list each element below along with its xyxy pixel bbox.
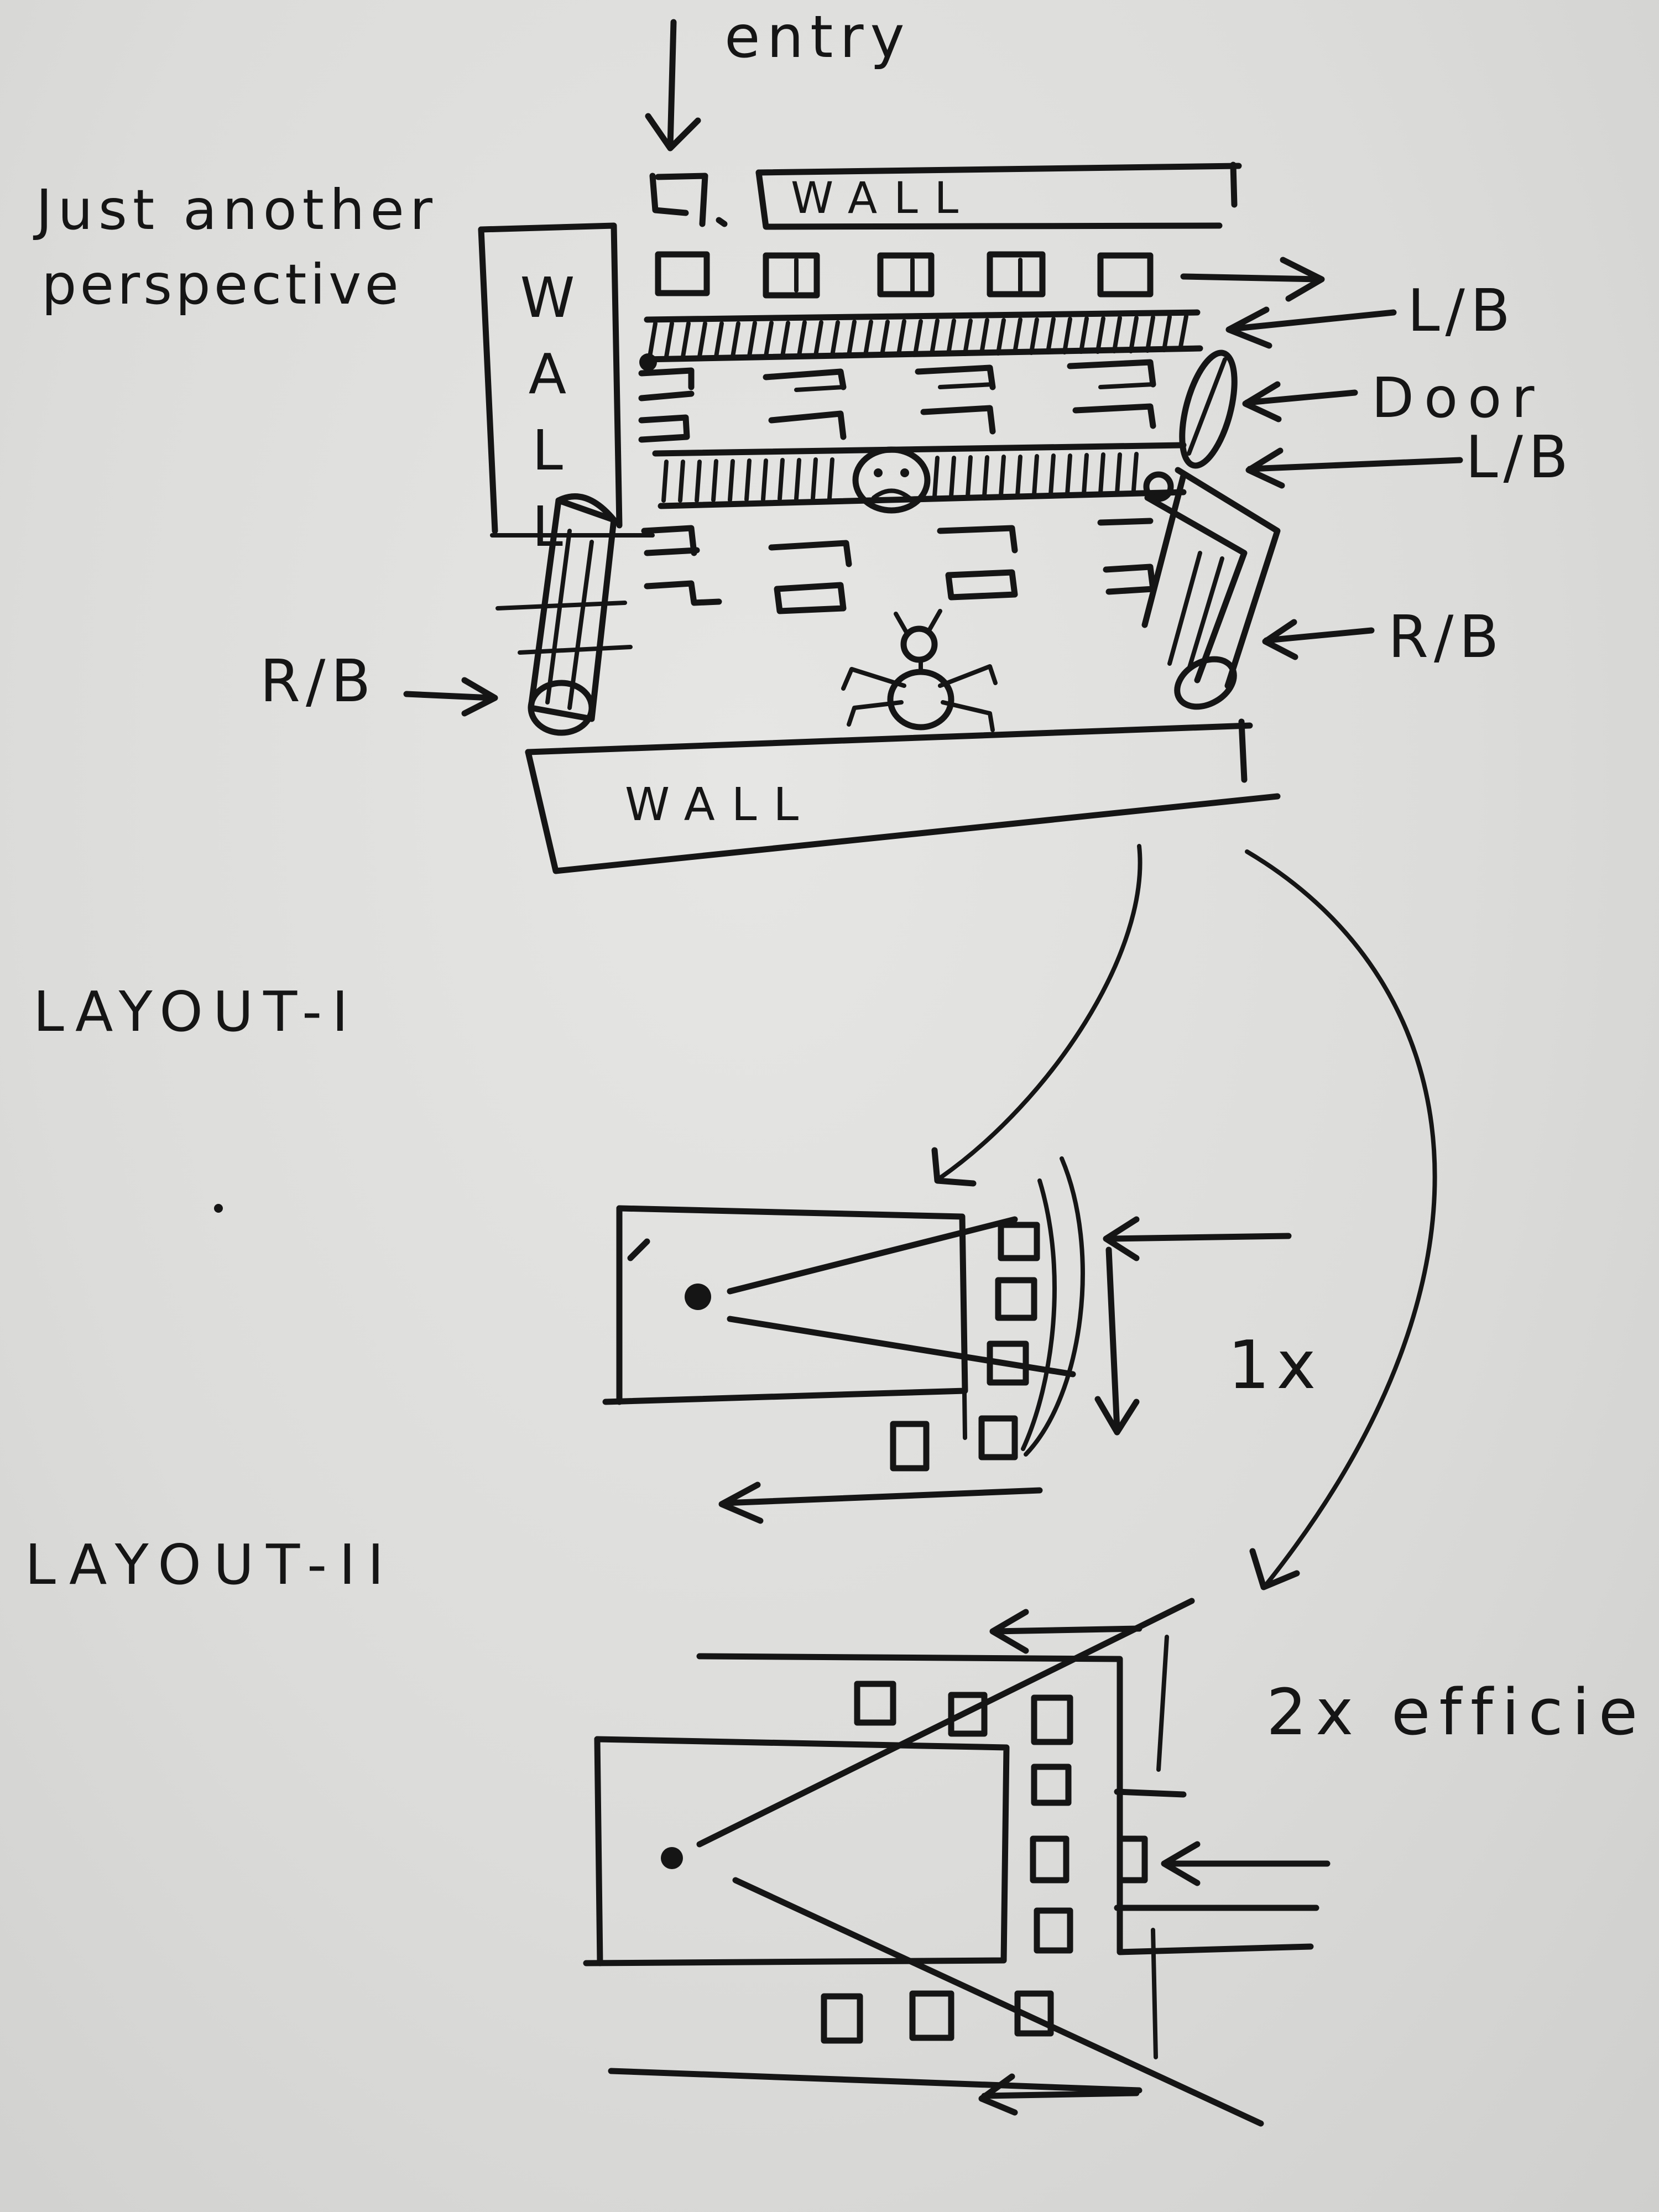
top-wall-label: WALL (791, 174, 975, 223)
rb-right (1141, 467, 1281, 710)
top-seat-row (655, 251, 1154, 299)
left-arrow-icon (1245, 447, 1463, 489)
bottom-wall-label: WALL (625, 779, 816, 831)
factor-1x-label: 1x (1228, 1327, 1323, 1404)
layout-2-heading: LAYOUT-II (25, 1532, 397, 1597)
curved-arrow-icon (931, 844, 1142, 1187)
bottom-wall (525, 718, 1281, 874)
curved-arrow-icon (1245, 849, 1437, 1590)
title-line-1: Just another (36, 178, 439, 242)
right-arrow-icon (403, 677, 498, 717)
down-arrow-icon (1094, 1246, 1140, 1436)
left-arrow-icon (1262, 619, 1375, 660)
middle-seat-row (638, 359, 1156, 443)
layout-2-diagram (583, 1598, 1319, 2127)
rb-label-left: R/B (260, 648, 377, 715)
left-wall-letter: A (528, 342, 567, 406)
left-arrow-icon (1225, 306, 1397, 349)
lb-label-1: L/B (1407, 277, 1516, 345)
entry-label: entry (724, 3, 911, 71)
layout-1-heading: LAYOUT-I (33, 979, 358, 1044)
spider-icon (841, 609, 998, 732)
rb-label-right: R/B (1388, 603, 1505, 671)
entry-arrow-icon (645, 19, 701, 152)
lower-seat-row (641, 518, 1156, 614)
left-arrow-icon (1161, 1841, 1331, 1886)
factor-2x-label: 2x efficie (1266, 1676, 1647, 1750)
title-line-2: perspective (41, 252, 402, 317)
layout-1-diagram (602, 1156, 1085, 1472)
left-wall-letter: L (532, 418, 563, 483)
left-arrow-icon (1103, 1216, 1292, 1261)
door (1179, 349, 1238, 469)
left-wall-label: W A L L (517, 260, 578, 565)
right-arrow-icon (1180, 257, 1325, 302)
rb-left (495, 493, 633, 736)
left-arrow-icon (1242, 381, 1358, 422)
lb-label-2: L/B (1465, 424, 1574, 491)
pen-dot (214, 1204, 223, 1213)
door-label: Door (1371, 366, 1545, 430)
left-wall-letter: W (520, 265, 575, 330)
left-wall (478, 222, 623, 534)
sad-face-icon (852, 446, 931, 514)
top-wall (649, 161, 1242, 230)
left-arrow-icon (978, 2073, 1140, 2116)
left-arrow-icon (718, 1481, 1043, 1524)
left-wall-letter: L (532, 494, 563, 559)
lb-bench-1 (639, 309, 1203, 371)
left-arrow-icon (989, 1609, 1142, 1654)
